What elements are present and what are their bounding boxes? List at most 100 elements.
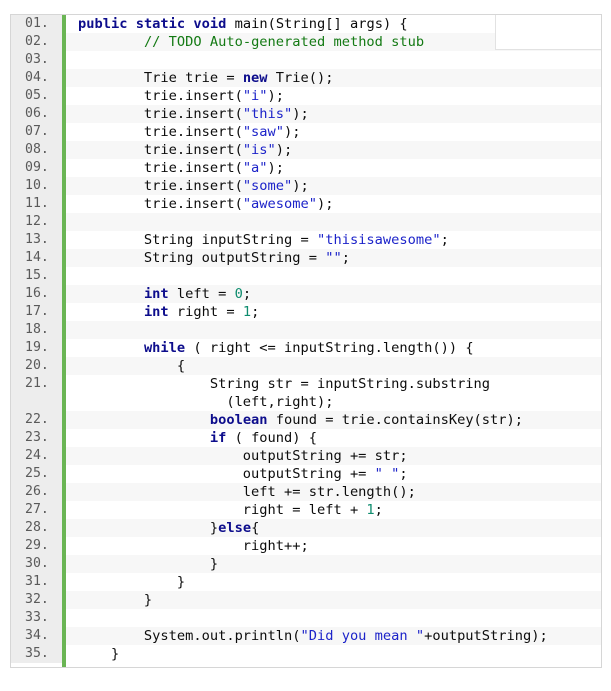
line-number: 27. [11, 501, 62, 519]
line-code: left += str.length(); [66, 483, 601, 501]
line-code: }else{ [66, 519, 601, 537]
line-number: 31. [11, 573, 62, 591]
line-number: 13. [11, 231, 62, 249]
code-line: 26. left += str.length(); [11, 483, 601, 501]
code-line: 25. outputString += " "; [11, 465, 601, 483]
code-line: 22. boolean found = trie.containsKey(str… [11, 411, 601, 429]
line-number: 22. [11, 411, 62, 429]
line-code: boolean found = trie.containsKey(str); [66, 411, 601, 429]
code-line: 33. [11, 609, 601, 627]
code-line: 20. { [11, 357, 601, 375]
code-line: 27. right = left + 1; [11, 501, 601, 519]
line-code: trie.insert("a"); [78, 160, 285, 176]
line-code: int right = 1; [143, 304, 260, 320]
line-number: 10. [11, 177, 62, 195]
code-viewer: 01. public static void main(String[] args… [10, 14, 602, 668]
code-line: 29. right++; [11, 537, 601, 555]
line-code: System.out.println("Did you mean "+outpu… [66, 627, 601, 645]
line-number: 25. [11, 465, 62, 483]
code-line: 05. trie.insert("i"); [11, 87, 601, 105]
line-number: 03. [11, 51, 62, 69]
code-line: 02. // TODO Auto-generated method stub [11, 33, 601, 51]
line-number: 14. [11, 249, 62, 267]
line-code: { [66, 357, 601, 375]
code-line: 08. trie.insert("is"); [11, 141, 601, 159]
code-line: 24. outputString += str; [11, 447, 601, 465]
code-line: 28. }else{ [11, 519, 601, 537]
code-line: 35. } [11, 645, 601, 663]
line-code [66, 609, 601, 627]
line-number: 17. [11, 303, 62, 321]
code-line: 16. int left = 0; [11, 285, 601, 303]
line-code: while ( right <= inputString.length()) { [143, 340, 474, 356]
line-code: } [66, 555, 601, 573]
code-line: 15. [11, 267, 601, 285]
line-number: 08. [11, 141, 62, 159]
code-line: 34. System.out.println("Did you mean "+o… [11, 627, 601, 645]
code-line: 14. String outputString = ""; [11, 249, 601, 267]
line-number: 18. [11, 321, 62, 339]
line-number: 05. [11, 87, 62, 105]
code-line: 23. if ( found) { [11, 429, 601, 447]
toolbar-area [495, 15, 601, 50]
code-line: 10. trie.insert("some"); [11, 177, 601, 195]
code-line: 13. String inputString = "thisisawesome"… [11, 231, 601, 249]
line-number: 24. [11, 447, 62, 465]
line-number: 23. [11, 429, 62, 447]
line-code: String inputString = "thisisawesome"; [78, 232, 449, 248]
code-line: 04. Trie trie = new Trie(); [11, 69, 601, 87]
line-code: trie.insert("is"); [66, 141, 601, 159]
line-number: 01. [11, 15, 62, 33]
line-code: } [66, 591, 601, 609]
line-code [66, 267, 601, 285]
line-number: 02. [11, 33, 62, 51]
line-number: 12. [11, 213, 62, 231]
line-code: trie.insert("this"); [66, 105, 601, 123]
line-code: right++; [78, 538, 309, 554]
line-number: 16. [11, 285, 62, 303]
code-line: 09. trie.insert("a"); [11, 159, 601, 177]
line-number: 11. [11, 195, 62, 213]
line-code [66, 321, 601, 339]
line-code: public static void main(String[] args) { [78, 16, 408, 32]
code-line: 30. } [11, 555, 601, 573]
line-number: 30. [11, 555, 62, 573]
line-code: trie.insert("saw"); [78, 124, 301, 140]
line-code: trie.insert("awesome"); [78, 196, 334, 212]
code-line: 31. } [11, 573, 601, 591]
line-code: if ( found) { [209, 430, 317, 446]
line-number: 21. [11, 375, 62, 411]
line-number: 29. [11, 537, 62, 555]
line-code [66, 213, 601, 231]
code-line: 21. String str = inputString.substring (… [11, 375, 601, 411]
line-number: 07. [11, 123, 62, 141]
line-number: 09. [11, 159, 62, 177]
line-number: 19. [11, 339, 62, 357]
line-code: trie.insert("i"); [78, 88, 285, 104]
line-code: String str = inputString.substring (left… [209, 376, 491, 410]
line-number: 32. [11, 591, 62, 609]
line-code: } [78, 646, 120, 662]
line-code: int left = 0; [66, 285, 601, 303]
gutter-divider [62, 15, 66, 667]
code-line: 12. [11, 213, 601, 231]
line-code: outputString += " "; [78, 466, 408, 482]
line-number: 33. [11, 609, 62, 627]
code-line: 01. public static void main(String[] args… [11, 15, 601, 33]
line-code: right = left + 1; [78, 502, 383, 518]
line-number: 06. [11, 105, 62, 123]
code-line: 11. trie.insert("awesome"); [11, 195, 601, 213]
code-line: 06. trie.insert("this"); [11, 105, 601, 123]
line-number: 34. [11, 627, 62, 645]
line-code: outputString += str; [66, 447, 601, 465]
line-number: 04. [11, 69, 62, 87]
code-line: 17. int right = 1; [11, 303, 601, 321]
line-code: } [78, 574, 186, 590]
line-number: 20. [11, 357, 62, 375]
line-code: Trie trie = new Trie(); [66, 69, 601, 87]
line-code: String outputString = ""; [66, 249, 601, 267]
code-line: 07. trie.insert("saw"); [11, 123, 601, 141]
line-code: // TODO Auto-generated method stub [66, 33, 601, 51]
code-line: 32. } [11, 591, 601, 609]
line-number: 26. [11, 483, 62, 501]
